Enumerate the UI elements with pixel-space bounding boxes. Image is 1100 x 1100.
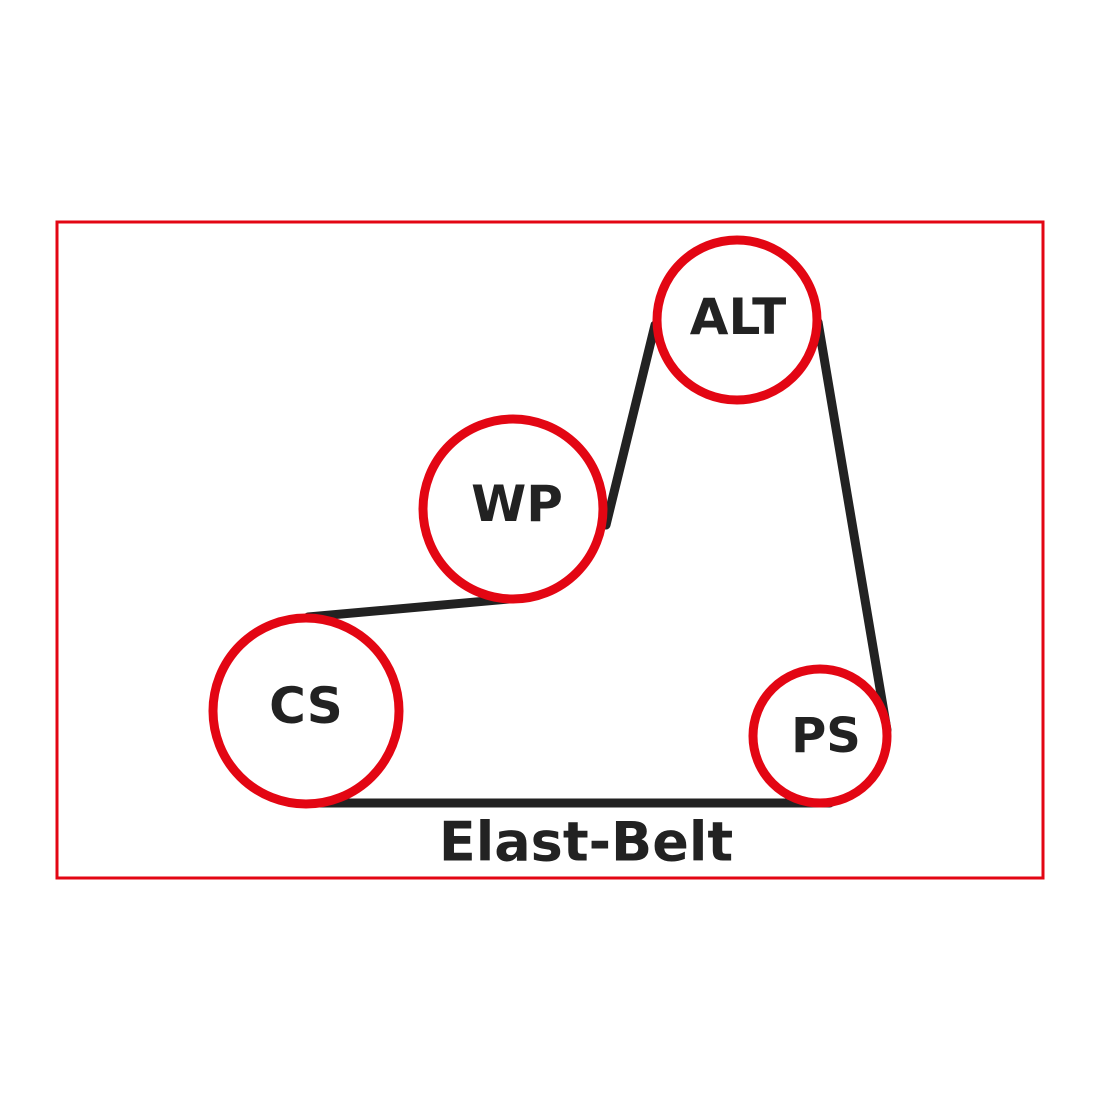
pulley-cs: CS	[208, 613, 404, 809]
diagram-caption: Elast-Belt	[439, 811, 733, 874]
pulley-alt-label: ALT	[690, 288, 786, 346]
pulley-ps-ring	[748, 664, 892, 808]
belt-segment-wp-alt	[601, 320, 660, 530]
belt-segment-alt-ps	[813, 317, 892, 735]
pulley-alt: ALT	[652, 235, 822, 405]
pulley-cs-label: CS	[269, 677, 343, 735]
pulley-wp-ring	[418, 414, 608, 604]
pulley-alt-ring	[652, 235, 822, 405]
pulley-ps-label: PS	[791, 708, 861, 764]
pulley-cs-ring	[208, 613, 404, 809]
diagram-frame	[55, 220, 1045, 880]
pulley-wp: WP	[418, 414, 608, 604]
belt-segment-cs-wp	[303, 593, 525, 622]
belt	[303, 317, 892, 808]
pulley-wp-label: WP	[471, 475, 563, 533]
pulley-ps: PS	[748, 664, 892, 808]
